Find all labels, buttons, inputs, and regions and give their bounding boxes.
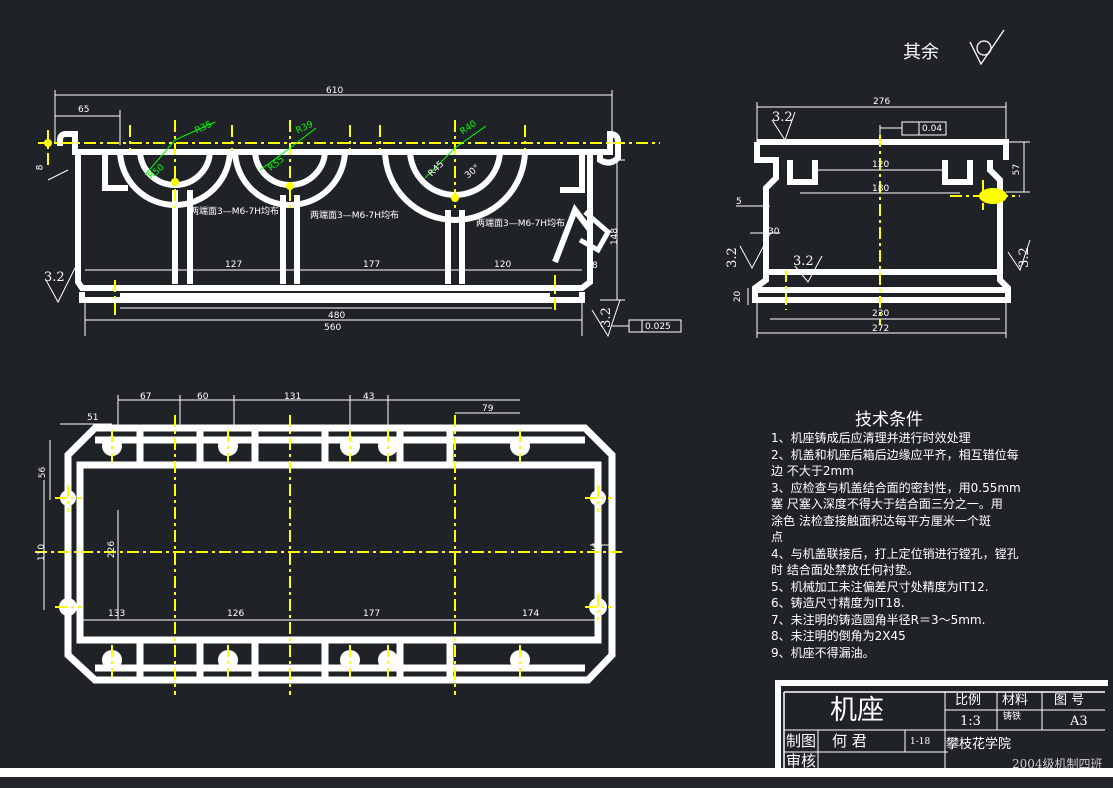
dim-120: 120 (494, 260, 512, 270)
dim-51: 51 (87, 413, 99, 423)
class-name: 2004级机制四班 (1012, 757, 1103, 771)
part-name: 机座 (830, 695, 884, 726)
roughness-front-left: 3.2 (44, 270, 65, 285)
drawing-no-header: 图 号 (1054, 693, 1085, 708)
flatness-tolerance-front: 0.025 (645, 322, 671, 332)
flatness-tolerance-side: 0.04 (922, 124, 943, 134)
front-view-bores (117, 149, 528, 223)
dim-560: 560 (324, 323, 342, 333)
material-header: 材料 (1002, 693, 1029, 708)
dim-57: 57 (1012, 163, 1023, 176)
roughness-symbol-other (969, 29, 1005, 66)
dim-133: 133 (108, 609, 126, 619)
dim-8-right: 8 (592, 261, 598, 271)
tech-condition-line: 9、机座不得漏油。 (771, 645, 875, 660)
scale-value: 1:3 (960, 714, 981, 729)
tech-condition-line: 4、与机盖联接后，打上定位销进行镗孔，镗孔 (771, 546, 1019, 561)
dim-131: 131 (284, 392, 302, 402)
dim-5: 5 (736, 197, 742, 207)
dim-8-left: 8 (35, 164, 46, 171)
dim-177-top: 177 (363, 609, 381, 619)
top-view-dimlines (43, 395, 610, 621)
tech-condition-line: 时 结合面处禁放任何衬垫。 (771, 563, 919, 577)
bottom-border (0, 768, 1113, 777)
dim-226: 226 (107, 540, 118, 559)
tech-condition-line: 3、应检查与机盖结合面的密封性，用0.55mm (771, 480, 1021, 495)
side-view-marks (979, 188, 1007, 204)
dim-110: 110 (37, 543, 48, 562)
dim-65: 65 (78, 105, 90, 115)
tech-condition-line: 8、未注明的倒角为2X45 (771, 629, 906, 643)
dim-230: 230 (872, 309, 890, 319)
tech-condition-line: 5、机械加工未注偏差尺寸处精度为IT12. (771, 579, 989, 594)
drain-plug-boss (578, 210, 612, 254)
note-thread-2: 两端面3—M6-7H均布 (310, 211, 399, 221)
top-view-body (64, 424, 616, 684)
dim-120-side: 120 (872, 160, 890, 170)
note-thread-1: 两端面3—M6-7H均布 (190, 207, 279, 217)
tech-condition-line: 2、机盖和机座后箱后边缘应平齐，相互错位每 (771, 447, 1019, 462)
front-view-marks (44, 139, 459, 202)
top-view-centerlines (35, 415, 625, 695)
tech-conditions-list: 1、机座铸成后应清理并进行时效处理 2、机盖和机座后箱后边缘应平齐，相互错位每 … (771, 430, 1061, 661)
tech-condition-line: 1、机座铸成后应清理并进行时效处理 (771, 431, 971, 445)
review-label: 审核 (786, 752, 817, 770)
tech-conditions-title: 技术条件 (855, 410, 923, 430)
dim-610: 610 (326, 86, 344, 96)
drawn-date: 1-18 (910, 737, 931, 747)
side-view-dimlines (736, 102, 1031, 338)
dim-174: 174 (522, 609, 540, 619)
front-view-ribs (172, 190, 593, 284)
dim-272: 272 (872, 324, 890, 334)
roughness-side-right: 3.2 (1016, 247, 1032, 268)
dim-148: 148 (610, 227, 621, 246)
tech-condition-line: 7、未注明的铸造圆角半径R＝3～5mm. (771, 612, 986, 627)
dim-30-side: 30 (768, 227, 780, 237)
dim-30-top: 30 (591, 543, 603, 553)
front-view-body (57, 130, 621, 303)
side-view (736, 102, 1031, 338)
tech-condition-line: 涂色 法检查接触面积达每平方厘米一个斑 (771, 513, 991, 528)
note-thread-3: 两端面3—M6-7H均布 (476, 219, 565, 229)
dim-126: 126 (227, 609, 245, 619)
roughness-front-bottom: 3.2 (598, 307, 614, 328)
material-value: 铸铁 (1003, 712, 1022, 722)
school-name: 攀枝花学院 (946, 737, 1012, 752)
dim-127: 127 (225, 260, 243, 270)
front-view (38, 90, 682, 338)
dim-177: 177 (363, 260, 381, 270)
drawn-label: 制图 (786, 732, 817, 750)
dim-20: 20 (733, 290, 744, 303)
tech-condition-line: 塞 尺塞入深度不得大于结合面三分之一。用 (771, 497, 1003, 511)
title-block (775, 680, 1108, 770)
dim-60: 60 (197, 392, 209, 402)
scale-header: 比例 (955, 693, 982, 708)
dim-480: 480 (328, 311, 346, 321)
dim-43: 43 (363, 392, 375, 402)
sheet-size: A3 (1070, 714, 1088, 729)
tech-condition-line: 6、铸造尺寸精度为IT18. (771, 596, 905, 610)
front-view-radius-leaders (144, 121, 487, 179)
surface-finish-other-label: 其余 (903, 42, 939, 63)
dim-67: 67 (140, 392, 152, 402)
drawn-by: 何 君 (832, 732, 867, 750)
side-view-centerlines (785, 135, 1020, 325)
front-view-dimlines (45, 90, 682, 338)
dim-276: 276 (873, 97, 891, 107)
top-view (35, 395, 625, 695)
roughness-side-left: 3.2 (724, 247, 740, 268)
roughness-side-inner: 3.2 (793, 254, 814, 269)
dim-56: 56 (38, 466, 49, 479)
roughness-side-top: 3.2 (772, 110, 793, 125)
dim-79: 79 (482, 404, 494, 414)
tech-condition-line: 点 (771, 530, 784, 544)
tech-condition-line: 边 不大于2mm (771, 464, 854, 478)
dim-180-side: 180 (872, 184, 890, 194)
bottom-strip (0, 777, 1113, 788)
